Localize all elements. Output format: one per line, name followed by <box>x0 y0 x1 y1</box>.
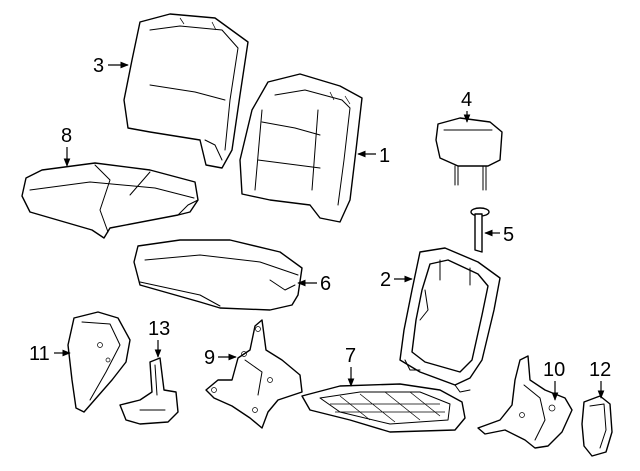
callout-2: 2 <box>380 269 413 291</box>
callout-7: 7 <box>345 345 356 387</box>
part-seat-cushion-frame <box>301 383 466 433</box>
part-seat-bracket <box>205 319 303 429</box>
part-seat-back-assembly <box>239 73 363 223</box>
callout-number: 8 <box>61 125 72 147</box>
callout-number: 13 <box>148 318 170 340</box>
callout-6: 6 <box>297 273 331 295</box>
callout-number: 1 <box>379 145 390 167</box>
part-headrest <box>435 117 503 191</box>
callout-12: 12 <box>589 359 611 399</box>
callout-5: 5 <box>484 224 514 246</box>
callout-number: 11 <box>29 343 50 365</box>
part-seat-cushion-cover <box>21 162 199 239</box>
part-seat-cushion-pad <box>133 239 303 311</box>
part-small-bracket <box>119 357 179 425</box>
callout-11: 11 <box>29 343 71 365</box>
callout-number: 12 <box>589 359 611 381</box>
callout-number: 3 <box>93 55 104 77</box>
callout-number: 6 <box>320 273 331 295</box>
callout-8: 8 <box>61 125 72 167</box>
part-seat-back-frame <box>399 247 501 393</box>
callout-1: 1 <box>357 145 390 167</box>
callout-number: 5 <box>503 224 514 246</box>
part-side-shield <box>67 311 131 413</box>
callout-number: 2 <box>380 269 391 291</box>
part-recliner <box>477 355 573 449</box>
callout-10: 10 <box>543 359 565 401</box>
callout-9: 9 <box>204 347 237 369</box>
part-seat-back-cover <box>123 13 249 169</box>
callout-number: 7 <box>345 345 356 367</box>
callout-4: 4 <box>461 89 472 123</box>
callout-3: 3 <box>93 55 129 77</box>
callout-number: 10 <box>543 359 565 381</box>
callout-number: 4 <box>461 89 472 111</box>
part-headrest-guide <box>470 207 490 253</box>
callout-13: 13 <box>148 318 170 358</box>
part-recliner-cover <box>581 395 613 457</box>
callout-number: 9 <box>204 347 215 369</box>
